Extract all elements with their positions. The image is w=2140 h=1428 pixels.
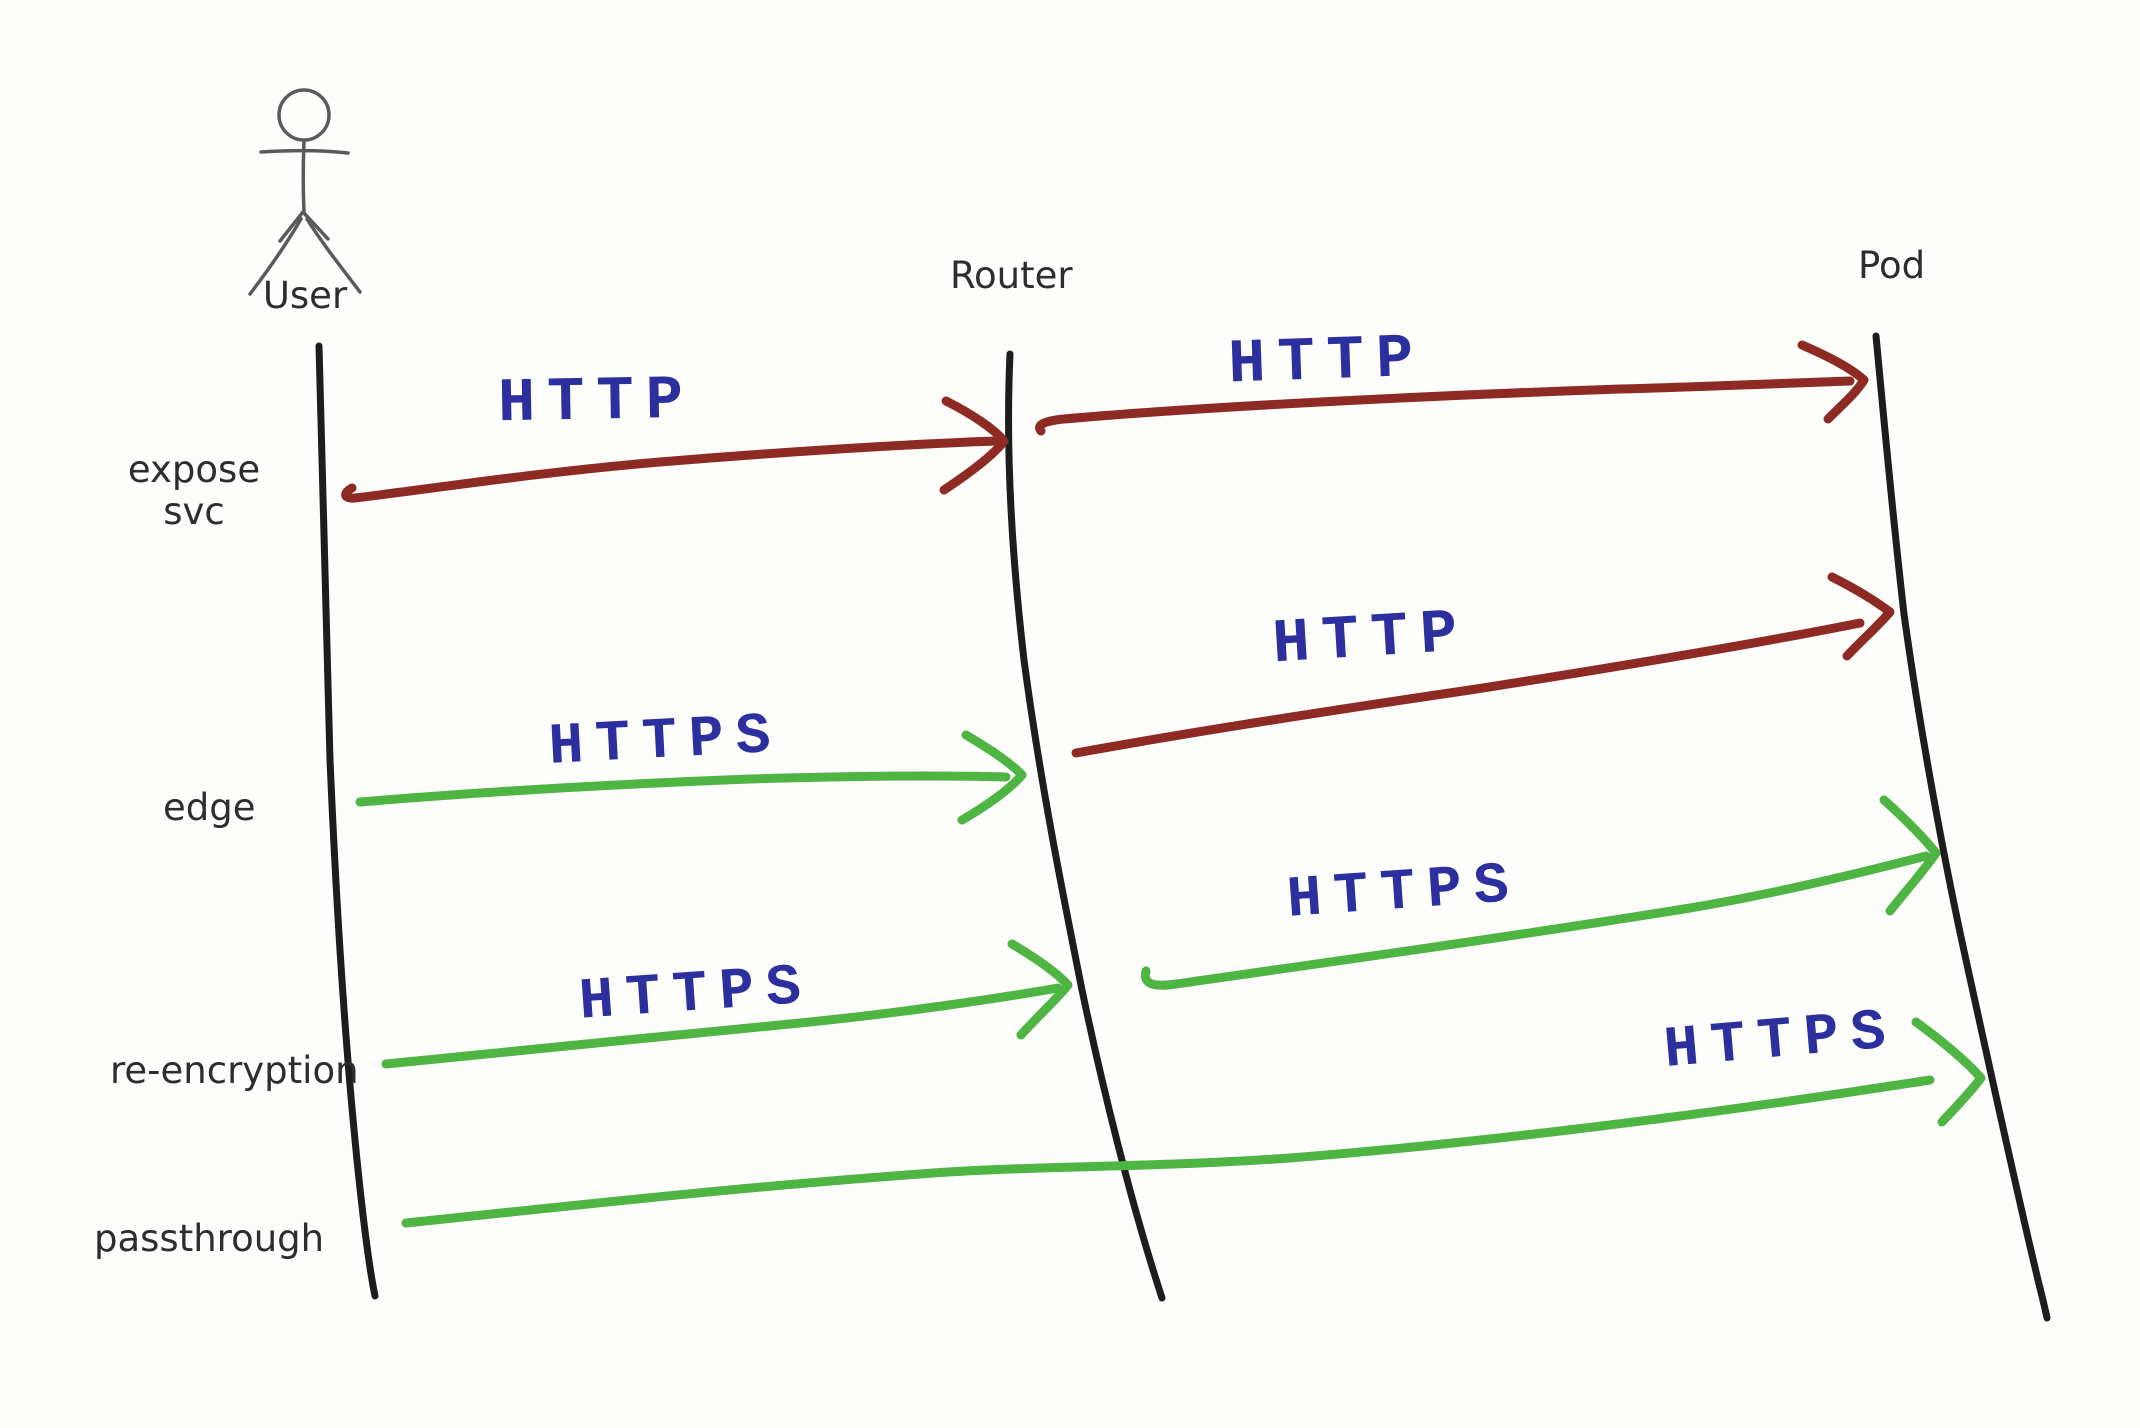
actor-label-router: Router — [950, 254, 1073, 297]
stick-figure-leg-inner-right — [301, 210, 330, 241]
protocol-label-edge-user-router: HTTPS — [547, 704, 784, 781]
arrow-reencryption-router-pod — [1140, 795, 1941, 990]
https-arrow-line — [381, 983, 1063, 1069]
arrowhead-icon — [1879, 795, 1941, 916]
protocol-label-expose-user-router: HTTP — [497, 365, 695, 439]
pod-lifeline — [1872, 332, 2051, 1322]
actor-label-user: User — [263, 274, 348, 317]
row-label-passthrough: passthrough — [94, 1217, 324, 1260]
protocol-label-edge-router-pod: HTTP — [1271, 597, 1472, 680]
https-arrow-line — [355, 771, 1011, 807]
stick-figure-body — [301, 139, 306, 214]
https-arrow-line — [401, 1075, 1935, 1228]
actor-label-pod: Pod — [1858, 244, 1925, 287]
arrow-expose-user-router — [341, 396, 1009, 503]
arrowhead-icon — [939, 396, 1009, 495]
arrowhead-icon — [1797, 340, 1869, 424]
http-arrow-line — [341, 436, 1001, 503]
stick-figure-leg-right — [305, 217, 362, 294]
arrowhead-icon — [1827, 572, 1895, 661]
stick-figure-head — [277, 88, 331, 142]
protocol-label-passthrough-user-pod: HTTPS — [1661, 999, 1900, 1084]
arrow-reencryption-user-router — [381, 939, 1073, 1069]
arrow-passthrough-user-pod — [401, 1017, 1986, 1228]
row-label-expose-line2: svc — [163, 490, 225, 533]
arrowhead-icon — [1911, 1017, 1986, 1127]
user-lifeline — [315, 342, 379, 1300]
http-arrow-line — [1035, 376, 1855, 436]
stick-figure-leg-left — [248, 217, 303, 296]
arrow-edge-router-pod — [1071, 572, 1895, 758]
arrowhead-icon — [1007, 939, 1073, 1040]
row-label-reencryption: re-encryption — [110, 1049, 359, 1092]
arrow-expose-router-pod — [1035, 340, 1869, 436]
protocol-label-expose-router-pod: HTTP — [1227, 323, 1426, 401]
arrow-edge-user-router — [355, 730, 1027, 825]
arrowhead-icon — [957, 730, 1027, 825]
router-lifeline — [1005, 350, 1166, 1302]
stick-figure-arms — [259, 148, 350, 155]
row-label-edge: edge — [163, 786, 256, 829]
protocol-label-reencryption-router-pod: HTTPS — [1285, 853, 1523, 934]
user-stick-figure-icon — [248, 88, 362, 296]
http-arrow-line — [1071, 618, 1865, 758]
https-arrow-line — [1140, 851, 1931, 990]
stick-figure-leg-inner-left — [278, 210, 305, 243]
row-label-expose-line1: expose — [128, 448, 260, 491]
